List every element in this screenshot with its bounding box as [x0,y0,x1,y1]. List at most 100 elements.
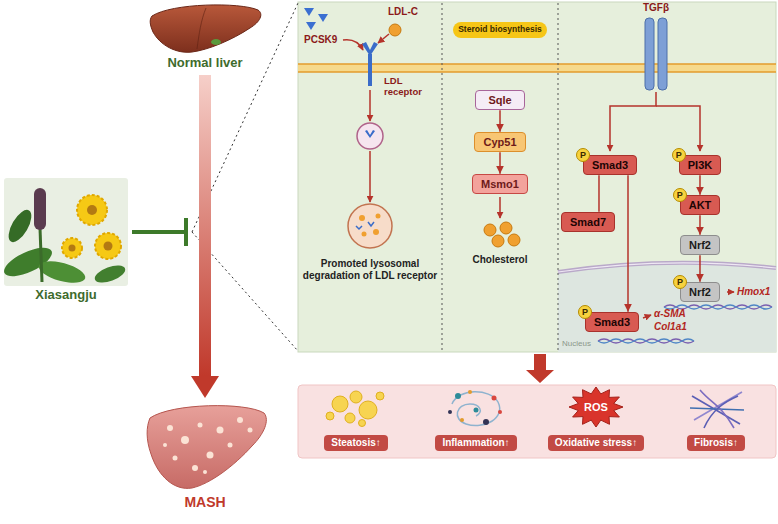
ros-star: ROS [568,386,624,428]
tgfb-signaling [656,106,700,151]
mash-liver [198,423,203,428]
pathway-arrow [499,110,501,131]
tgfb-signaling [643,315,651,318]
mash-liver [217,427,224,434]
outcome-label: Steatosis↑ [324,435,387,451]
phospho-badge: P [576,148,590,162]
pathway-arrow [598,175,600,211]
tgfb-signaling [727,291,734,293]
illustrated-node: MASH [135,400,275,510]
enzyme-box: Msmo1 [472,174,528,195]
outcome-panel [359,401,377,419]
pathway-arrow [699,215,701,234]
mechanism-panel [442,3,443,351]
mechanism-panel [558,263,776,272]
tgfb-signaling [598,339,694,343]
normal-liver [150,5,261,52]
pathway-label: TGFβ [630,2,682,14]
outcome-panel [326,412,334,420]
normal-liver [211,39,221,45]
cholesterol-synthesis [499,197,501,218]
node-text: AKT [689,199,712,212]
inhibition-line [132,218,186,246]
node-text: P [577,149,589,161]
pathway-label: LDL-C [388,6,418,18]
outcome-label: Oxidative stress↑ [548,435,644,451]
tgfb-signaling [610,92,656,151]
normal-liver [197,8,206,49]
mash-liver [248,428,253,433]
herb-photo [4,206,36,245]
ldl-receptor-pathway [343,40,363,50]
ldl-receptor-pathway [365,130,375,138]
ldl-receptor-pathway [362,42,378,56]
mash-liver [192,465,198,471]
mash-liver [173,456,178,461]
pathway-arrow [627,175,629,311]
outcome-panel [298,385,776,458]
pathway-pill: Steroid biosynthesis [453,22,547,38]
enzyme-box: Cyp51 [474,132,525,153]
mechanism-panel [558,3,559,351]
panel-arrow [526,354,554,383]
node-text: Smad3 [592,159,628,172]
ldl-receptor-pathway [356,226,362,229]
enzyme-box: Sqle [475,90,525,111]
outcome-panel [298,385,776,458]
node-text: P [674,276,686,288]
node-text: Cyp51 [483,136,516,149]
outcome-panel [498,410,502,414]
ldl-receptor-pathway [389,24,401,36]
ldl-receptor-pathway [357,123,383,149]
herb-photo [62,238,82,258]
phospho-badge: P [673,188,687,202]
mash-liver [147,406,266,489]
ldl-receptor-pathway [362,232,367,237]
mash-liver [167,425,173,431]
illustrated-node: Normal liver [135,2,275,71]
node-text: MASH [135,494,275,510]
outcome-panel [448,410,452,414]
panel-arrow [526,354,554,383]
ldl-receptor-pathway [318,14,328,22]
tgfb-signaling [598,339,694,343]
mash-liver [207,452,214,459]
ldl-receptor-pathway [376,214,381,219]
ldl-receptor-pathway [348,204,392,248]
node-text: Oxidative stress↑ [555,437,637,449]
inhibition-line [132,230,184,234]
pathway-label: Col1a1 [654,321,687,333]
ldl-receptor-pathway [373,229,379,235]
ldl-receptor-pathway [368,222,374,226]
mechanism-panel [558,263,776,272]
outcome-panel [359,420,366,427]
outcome-panel [492,396,497,401]
cholesterol-synthesis [508,234,520,246]
ldl-receptor-pathway [304,8,314,16]
node-text: Nrf2 [689,239,711,252]
tgfb-signaling [645,18,654,90]
herb-photo [36,257,87,287]
pathway-label: LDL receptor [384,76,436,98]
node-text: P [579,306,591,318]
pathway-arrow [499,152,501,173]
ldl-receptor-pathway [378,34,389,43]
node-text: Nrf2 [689,286,711,299]
ldl-receptor-pathway [359,215,365,221]
pathway-label: Promoted lysosomal degradation of LDL re… [302,258,438,281]
cholesterol-synthesis [500,222,512,234]
node-text: Sqle [484,94,516,107]
node-text: Steatosis↑ [331,437,380,449]
protein-box: Smad3 [583,155,637,176]
outcome-panel [376,392,384,400]
outcome-panel [468,390,472,394]
outcome-panel [483,419,489,425]
pathway-label: Hmox1 [737,286,770,298]
herb-photo [40,228,42,282]
phospho-badge: P [672,148,686,162]
herb-photo [104,242,113,251]
mechanism-panel [298,2,776,352]
node-text: Normal liver [135,56,275,71]
herb-photo [34,188,46,230]
node-text: Fibrosis↑ [694,437,738,449]
